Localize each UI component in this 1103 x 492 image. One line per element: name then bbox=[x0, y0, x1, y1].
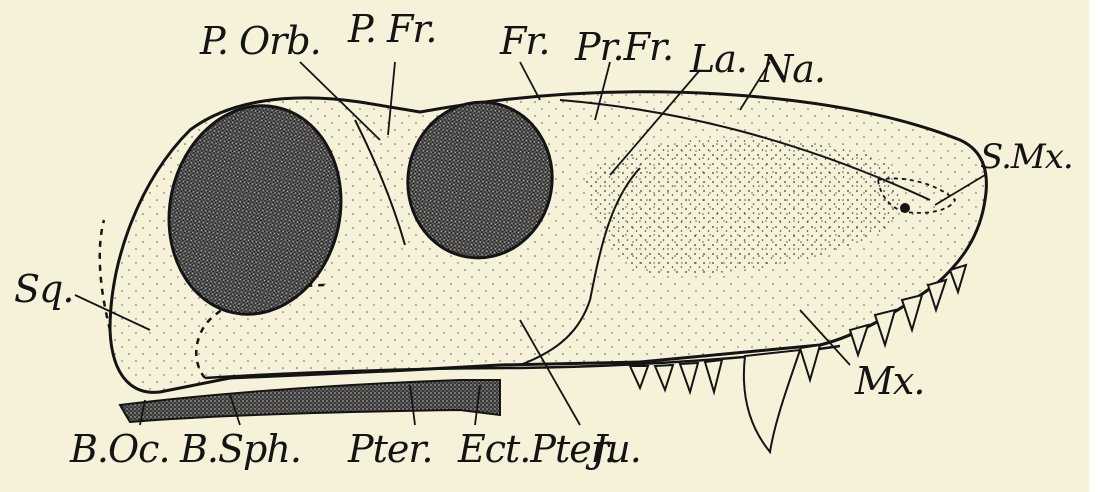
label-sq: Sq. bbox=[14, 270, 73, 308]
label-fr: Fr. bbox=[500, 22, 549, 60]
tooth bbox=[875, 310, 895, 345]
label-p-orb: P. Orb. bbox=[200, 22, 321, 60]
tooth bbox=[928, 280, 946, 310]
label-mx: Mx. bbox=[855, 362, 924, 400]
label-b-oc: B.Oc. bbox=[70, 430, 170, 468]
tooth bbox=[680, 363, 698, 392]
leader-fr bbox=[520, 62, 540, 100]
label-pr-fr: Pr.Fr. bbox=[575, 28, 673, 66]
tooth bbox=[630, 366, 648, 388]
label-la: La. bbox=[690, 40, 747, 78]
tooth bbox=[850, 325, 868, 355]
tooth bbox=[902, 295, 922, 330]
label-ju: Ju. bbox=[592, 430, 641, 468]
tooth bbox=[655, 365, 673, 390]
tooth bbox=[950, 265, 966, 292]
label-b-sph: B.Sph. bbox=[180, 430, 301, 468]
tooth bbox=[800, 345, 820, 380]
label-pter: Pter. bbox=[348, 430, 432, 468]
label-p-fr: P. Fr. bbox=[348, 10, 436, 48]
canine-tooth bbox=[744, 350, 800, 452]
label-na: Na. bbox=[760, 50, 825, 88]
label-s-mx: S.Mx. bbox=[980, 140, 1073, 174]
tooth bbox=[705, 360, 722, 392]
